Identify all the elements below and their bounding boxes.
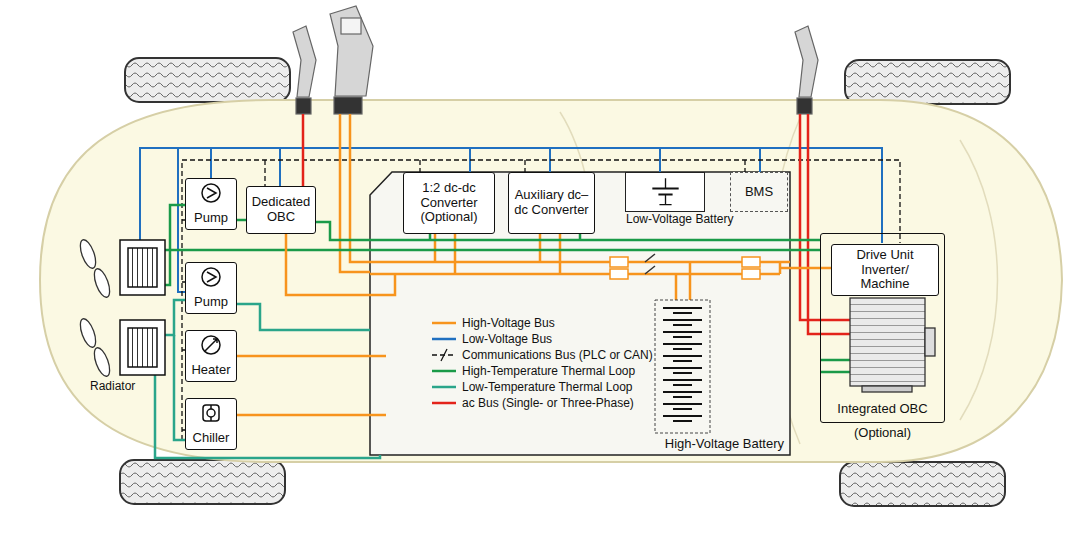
symbol-icon	[199, 333, 223, 357]
machine-housing: Integrated OBC(Optional)Drive Unit Inver…	[820, 233, 945, 423]
node-label: 1:2 dc-dc Converter (Optional)	[407, 181, 491, 225]
fans	[77, 238, 113, 378]
pump-box: Pump	[185, 178, 237, 230]
legend-text: High-Voltage Bus	[462, 316, 555, 330]
electric-machine	[850, 298, 935, 392]
legend-text: Low-Temperature Thermal Loop	[462, 380, 633, 394]
battery-cells	[655, 300, 710, 433]
radiators	[120, 240, 165, 375]
high-voltage-bus	[340, 114, 790, 415]
legend-text: High-Temperature Thermal Loop	[462, 364, 635, 378]
legend-samples	[432, 323, 456, 403]
battery-pack: High-Voltage Battery 1:2 dc-dc Converter …	[370, 172, 790, 455]
node-label: Dedicated OBC	[250, 195, 312, 224]
low-temperature-loop	[155, 300, 380, 458]
bus-connector	[237, 356, 370, 357]
contactors	[610, 254, 760, 279]
battery-box: Low-Voltage Battery	[625, 172, 705, 212]
node-label: Low-Voltage Battery	[626, 213, 704, 226]
heater-box: Heater	[185, 330, 237, 382]
bus-connector	[237, 304, 370, 330]
bus-connector	[286, 234, 370, 295]
car-body	[40, 100, 1062, 462]
node-label: Drive Unit Inverter/ Machine	[835, 248, 935, 292]
communications-bus	[182, 160, 900, 440]
charge-plugs	[293, 6, 818, 114]
symbol-icon	[199, 401, 223, 425]
inverter-box: Drive Unit Inverter/ Machine	[831, 244, 939, 296]
part-label: Radiator	[90, 379, 135, 393]
node-label: Auxiliary dc–dc Converter	[512, 188, 591, 217]
node-label: Heater	[191, 363, 230, 378]
symbol-icon	[199, 181, 223, 205]
low-voltage-bus	[140, 148, 882, 292]
symbol-icon	[199, 265, 223, 289]
bms-box: BMS	[730, 172, 788, 212]
converter-box: Auxiliary dc–dc Converter	[508, 172, 595, 234]
node-label: Pump	[194, 211, 228, 226]
legend-text: Low-Voltage Bus	[462, 332, 552, 346]
hv-battery-pack	[370, 172, 790, 455]
charger-box: Dedicated OBC	[246, 186, 316, 234]
node-label: (Optional)	[821, 426, 944, 441]
pump-box: Pump	[185, 262, 237, 314]
node-label: High-Voltage Battery	[665, 437, 784, 452]
node-label: Integrated OBC	[821, 402, 944, 417]
legend-text: ac Bus (Single- or Three-Phase)	[462, 396, 634, 410]
ac-bus	[303, 114, 850, 334]
chiller-box: Chiller	[185, 398, 237, 450]
bus-connector	[237, 220, 246, 221]
node-label: BMS	[745, 185, 773, 200]
bus-connector	[237, 415, 370, 416]
node-label: Chiller	[193, 431, 230, 446]
converter-box: 1:2 dc-dc Converter (Optional)	[403, 172, 495, 234]
symbol-icon	[626, 173, 704, 211]
legend-text: Communications Bus (PLC or CAN)	[462, 348, 653, 362]
node-label: Pump	[194, 295, 228, 310]
bus-connector	[790, 268, 831, 269]
